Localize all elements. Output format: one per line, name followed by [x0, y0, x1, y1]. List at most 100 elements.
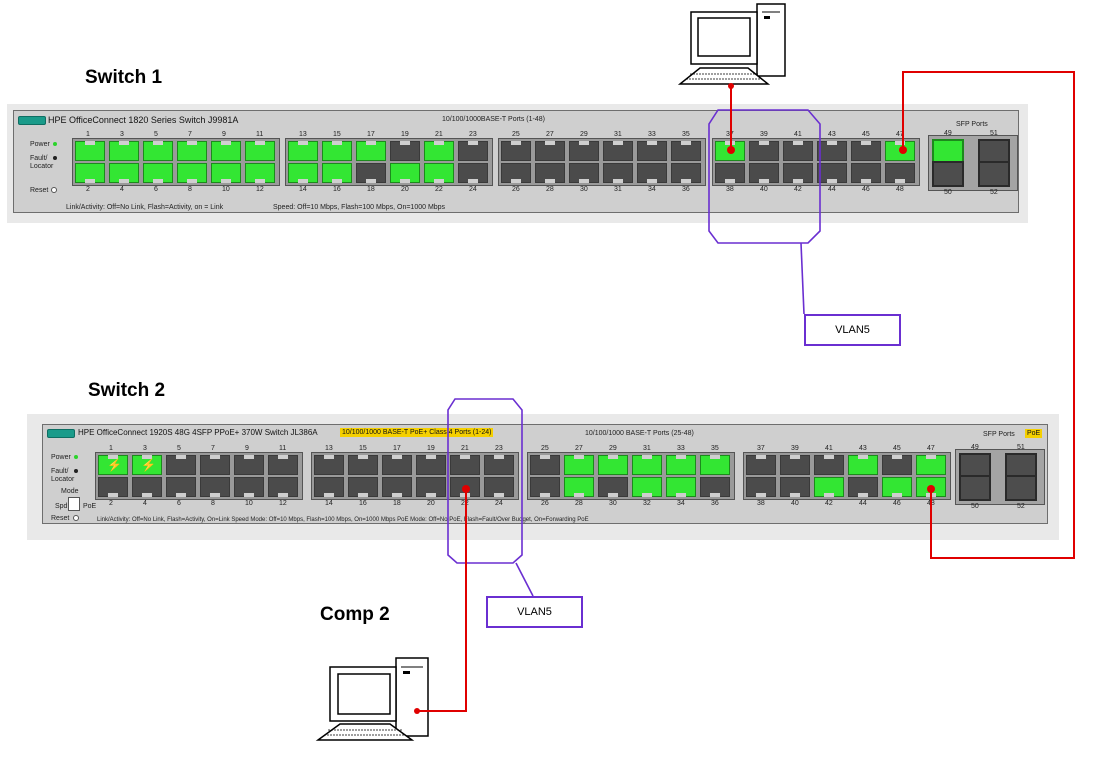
- sfp-port[interactable]: [978, 161, 1010, 187]
- ethernet-port[interactable]: [75, 163, 105, 183]
- ethernet-port[interactable]: [109, 163, 139, 183]
- sfp-port[interactable]: [959, 475, 991, 501]
- ethernet-port[interactable]: [780, 477, 810, 497]
- ethernet-port[interactable]: [382, 477, 412, 497]
- ethernet-port[interactable]: [530, 477, 560, 497]
- ethernet-port[interactable]: [424, 141, 454, 161]
- ethernet-port[interactable]: [817, 163, 847, 183]
- ethernet-port[interactable]: [348, 477, 378, 497]
- ethernet-port[interactable]: [200, 477, 230, 497]
- ethernet-port[interactable]: [814, 455, 844, 475]
- ethernet-port[interactable]: [322, 163, 352, 183]
- ethernet-port[interactable]: [598, 455, 628, 475]
- ethernet-port[interactable]: [211, 163, 241, 183]
- ethernet-port[interactable]: [666, 455, 696, 475]
- ethernet-port[interactable]: [322, 141, 352, 161]
- ethernet-port[interactable]: [484, 477, 514, 497]
- ethernet-port[interactable]: [783, 163, 813, 183]
- ethernet-port[interactable]: [530, 455, 560, 475]
- ethernet-port[interactable]: [458, 163, 488, 183]
- ethernet-port[interactable]: [780, 455, 810, 475]
- ethernet-port[interactable]: [424, 163, 454, 183]
- ethernet-port[interactable]: [746, 455, 776, 475]
- ethernet-port[interactable]: [501, 141, 531, 161]
- ethernet-port[interactable]: [356, 141, 386, 161]
- ethernet-port[interactable]: [166, 455, 196, 475]
- ethernet-port[interactable]: [637, 163, 667, 183]
- ethernet-port[interactable]: [851, 141, 881, 161]
- ethernet-port[interactable]: [632, 455, 662, 475]
- ethernet-port[interactable]: [666, 477, 696, 497]
- ethernet-port[interactable]: [783, 141, 813, 161]
- ethernet-port[interactable]: [882, 455, 912, 475]
- ethernet-port[interactable]: [268, 477, 298, 497]
- mode-button[interactable]: [68, 497, 80, 511]
- ethernet-port[interactable]: [848, 477, 878, 497]
- ethernet-port[interactable]: [288, 163, 318, 183]
- ethernet-port[interactable]: [569, 163, 599, 183]
- ethernet-port[interactable]: [632, 477, 662, 497]
- ethernet-port[interactable]: [390, 163, 420, 183]
- ethernet-port[interactable]: [501, 163, 531, 183]
- ethernet-port[interactable]: [288, 141, 318, 161]
- ethernet-port[interactable]: [132, 477, 162, 497]
- ethernet-port[interactable]: [166, 477, 196, 497]
- ethernet-port[interactable]: [569, 141, 599, 161]
- ethernet-port[interactable]: [234, 477, 264, 497]
- ethernet-port[interactable]: [637, 141, 667, 161]
- ethernet-port[interactable]: [416, 455, 446, 475]
- reset-button[interactable]: [51, 187, 57, 193]
- ethernet-port[interactable]: [484, 455, 514, 475]
- ethernet-port[interactable]: [268, 455, 298, 475]
- sfp-port[interactable]: [932, 161, 964, 187]
- ethernet-port[interactable]: [314, 477, 344, 497]
- ethernet-port[interactable]: [143, 163, 173, 183]
- ethernet-port[interactable]: [817, 141, 847, 161]
- ethernet-port[interactable]: [211, 141, 241, 161]
- ethernet-port[interactable]: [700, 477, 730, 497]
- ethernet-port[interactable]: [746, 477, 776, 497]
- sfp-port[interactable]: [978, 139, 1010, 165]
- ethernet-port[interactable]: [814, 477, 844, 497]
- ethernet-port[interactable]: [715, 163, 745, 183]
- ethernet-port[interactable]: [458, 141, 488, 161]
- ethernet-port[interactable]: [234, 455, 264, 475]
- ethernet-port[interactable]: [916, 455, 946, 475]
- reset-button[interactable]: [73, 515, 79, 521]
- ethernet-port[interactable]: ⚡: [132, 455, 162, 475]
- ethernet-port[interactable]: [535, 141, 565, 161]
- ethernet-port[interactable]: [851, 163, 881, 183]
- ethernet-port[interactable]: [416, 477, 446, 497]
- ethernet-port[interactable]: [98, 477, 128, 497]
- ethernet-port[interactable]: [143, 141, 173, 161]
- ethernet-port[interactable]: [177, 163, 207, 183]
- ethernet-port[interactable]: [356, 163, 386, 183]
- ethernet-port[interactable]: [564, 477, 594, 497]
- ethernet-port[interactable]: [848, 455, 878, 475]
- ethernet-port[interactable]: [245, 163, 275, 183]
- ethernet-port[interactable]: [564, 455, 594, 475]
- ethernet-port[interactable]: [75, 141, 105, 161]
- ethernet-port[interactable]: [314, 455, 344, 475]
- ethernet-port[interactable]: [749, 141, 779, 161]
- ethernet-port[interactable]: [671, 163, 701, 183]
- ethernet-port[interactable]: [603, 141, 633, 161]
- ethernet-port[interactable]: [177, 141, 207, 161]
- ethernet-port[interactable]: [700, 455, 730, 475]
- sfp-port[interactable]: [1005, 475, 1037, 501]
- ethernet-port[interactable]: [598, 477, 628, 497]
- ethernet-port[interactable]: [348, 455, 378, 475]
- ethernet-port[interactable]: [200, 455, 230, 475]
- ethernet-port[interactable]: [749, 163, 779, 183]
- ethernet-port[interactable]: [671, 141, 701, 161]
- ethernet-port[interactable]: [450, 455, 480, 475]
- ethernet-port[interactable]: [390, 141, 420, 161]
- ethernet-port[interactable]: [535, 163, 565, 183]
- ethernet-port[interactable]: [245, 141, 275, 161]
- ethernet-port[interactable]: [885, 163, 915, 183]
- ethernet-port[interactable]: [109, 141, 139, 161]
- ethernet-port[interactable]: [382, 455, 412, 475]
- ethernet-port[interactable]: [603, 163, 633, 183]
- ethernet-port[interactable]: ⚡: [98, 455, 128, 475]
- ethernet-port[interactable]: [882, 477, 912, 497]
